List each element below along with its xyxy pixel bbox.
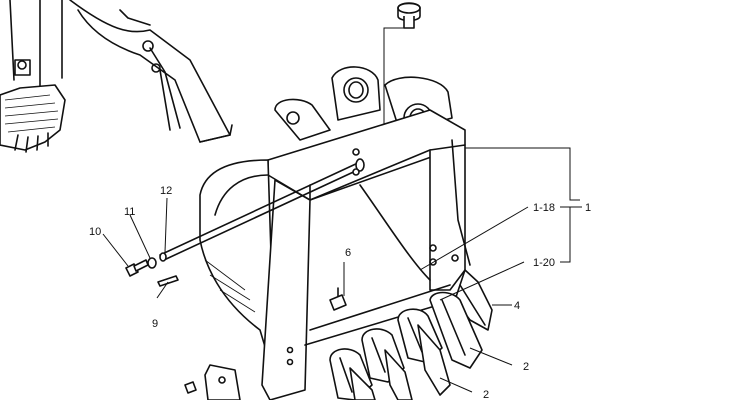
bolt-6 — [329, 287, 347, 311]
bolt-long — [159, 148, 365, 261]
pin-9 — [157, 275, 179, 287]
callout-12: 12 — [160, 185, 172, 197]
pin-top — [383, 2, 421, 170]
callout-1: 1 — [585, 202, 591, 214]
callout-1-18: 1-18 — [533, 202, 555, 214]
leader-lines — [102, 147, 582, 393]
callout-4: 4 — [514, 300, 520, 312]
callout-2b: 2 — [483, 389, 489, 400]
callout-2a: 2 — [523, 361, 529, 373]
bucket-teeth — [329, 291, 483, 401]
bolt-10 — [125, 259, 149, 277]
callout-10: 10 — [89, 226, 101, 238]
callout-9: 9 — [152, 318, 158, 330]
bucket-body — [199, 66, 493, 401]
washer-11 — [147, 257, 157, 269]
washer-12 — [159, 252, 167, 262]
callout-6: 6 — [345, 247, 351, 259]
excavator-arm-illustration — [0, 0, 233, 153]
callout-11: 11 — [124, 206, 135, 218]
adapter-plate — [204, 364, 241, 401]
bolt-bottom — [184, 381, 197, 394]
callout-1-20: 1-20 — [533, 257, 555, 269]
